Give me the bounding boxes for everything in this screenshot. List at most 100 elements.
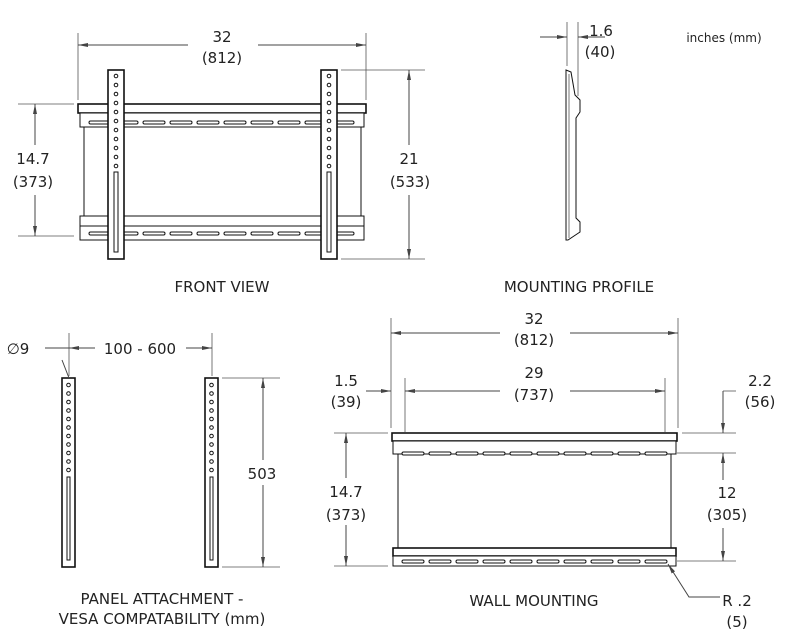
mounting-hole [209, 416, 214, 422]
profile-bracket [565, 69, 581, 241]
wall-slot [169, 231, 193, 236]
profile-depth-in: 1.6 [589, 22, 613, 40]
wall-slot [223, 231, 247, 236]
mounting-hole [326, 91, 332, 97]
mounting-hole [326, 145, 332, 151]
wall-slot [250, 120, 274, 125]
mounting-hole [113, 73, 119, 79]
units-note: inches (mm) [686, 31, 761, 45]
panel-attachment: ∅9 100 - 600 503 PANEL ATTACHMENT - VESA… [7, 333, 280, 628]
mounting-hole [66, 391, 71, 396]
mounting-hole [66, 459, 71, 464]
panel-attachment-title-2: VESA COMPATABILITY (mm) [59, 610, 266, 628]
mounting-hole [113, 91, 119, 97]
front-width-in: 32 [212, 28, 231, 46]
mounting-hole [326, 136, 332, 142]
wall-slot [509, 451, 533, 456]
mounting-hole [113, 100, 119, 106]
wall-slot [644, 559, 668, 564]
wall-slot [142, 231, 166, 236]
mounting-hole [113, 82, 119, 88]
mounting-hole [326, 82, 332, 88]
wall-top-offset-in: 2.2 [748, 372, 772, 390]
mounting-profile-title: MOUNTING PROFILE [504, 278, 654, 296]
wall-slot [196, 120, 220, 125]
wall-slot [142, 120, 166, 125]
wall-width-in: 32 [524, 310, 543, 328]
mounting-hole [326, 73, 332, 79]
wall-inner-width-in: 29 [524, 364, 543, 382]
mounting-hole [66, 450, 71, 456]
wall-slot [196, 231, 220, 236]
wall-slot [617, 451, 641, 456]
mounting-hole [113, 154, 119, 160]
mounting-hole [209, 408, 214, 413]
mounting-hole [209, 391, 214, 396]
hole-diameter: ∅9 [7, 340, 30, 358]
wall-mounting-title: WALL MOUNTING [469, 592, 598, 610]
mounting-hole [66, 382, 71, 388]
mounting-hole [66, 416, 71, 422]
mounting-hole [66, 399, 71, 405]
wall-slot [509, 559, 533, 564]
front-width-mm: (812) [202, 49, 242, 67]
mounting-hole [209, 399, 214, 405]
profile-depth-mm: (40) [585, 43, 616, 61]
mounting-hole [326, 127, 332, 133]
vesa-spacing: 100 - 600 [104, 340, 176, 358]
mounting-hole [66, 433, 71, 439]
mounting-hole [113, 145, 119, 151]
mounting-hole [209, 433, 214, 439]
wall-slot [455, 559, 479, 564]
panel-attachment-title-1: PANEL ATTACHMENT - [81, 590, 244, 608]
mounting-hole [326, 154, 332, 160]
wall-slot [277, 231, 301, 236]
mounting-hole [66, 467, 71, 473]
mounting-hole [209, 382, 214, 388]
panel-arm-right [204, 377, 219, 568]
wall-slot [644, 451, 668, 456]
mounting-hole [66, 425, 71, 430]
wall-slot [590, 559, 614, 564]
wall-slot [482, 559, 506, 564]
wall-slot [590, 451, 614, 456]
mounting-hole [326, 100, 332, 106]
wall-slot [277, 120, 301, 125]
wall-top-rail [391, 432, 678, 442]
wall-slot [482, 451, 506, 456]
front-rail-height-mm: (373) [13, 173, 53, 191]
front-arm-height-mm: (533) [390, 173, 430, 191]
wall-radius-mm: (5) [726, 613, 747, 631]
wall-slot [536, 559, 560, 564]
wall-offset-in: 1.5 [334, 372, 358, 390]
mounting-hole [113, 127, 119, 133]
mounting-hole [66, 442, 71, 447]
mounting-hole [113, 118, 119, 124]
arm-length: 503 [248, 465, 277, 483]
mounting-hole [209, 467, 214, 473]
wall-width-mm: (812) [514, 331, 554, 349]
mounting-hole [209, 450, 214, 456]
wall-top-offset-mm: (56) [745, 393, 776, 411]
front-arm-height-in: 21 [399, 150, 418, 168]
wall-slot [223, 120, 247, 125]
wall-slot [169, 120, 193, 125]
wall-slot-spacing-mm: (305) [707, 506, 747, 524]
wall-height-mm: (373) [326, 506, 366, 524]
wall-bottom-rail [392, 555, 677, 567]
wall-slot [250, 231, 274, 236]
front-view: 32 (812) 14.7 (373) 21 (533) FRONT VIEW [13, 28, 430, 296]
mounting-hole [113, 109, 119, 115]
wall-offset-mm: (39) [331, 393, 362, 411]
wall-slot [455, 451, 479, 456]
mounting-hole [113, 163, 119, 169]
wall-slot [428, 559, 452, 564]
mounting-hole [209, 459, 214, 464]
mounting-hole [326, 118, 332, 124]
wall-slot [536, 451, 560, 456]
mounting-hole [66, 408, 71, 413]
wall-slot [401, 559, 425, 564]
mounting-hole [209, 425, 214, 430]
